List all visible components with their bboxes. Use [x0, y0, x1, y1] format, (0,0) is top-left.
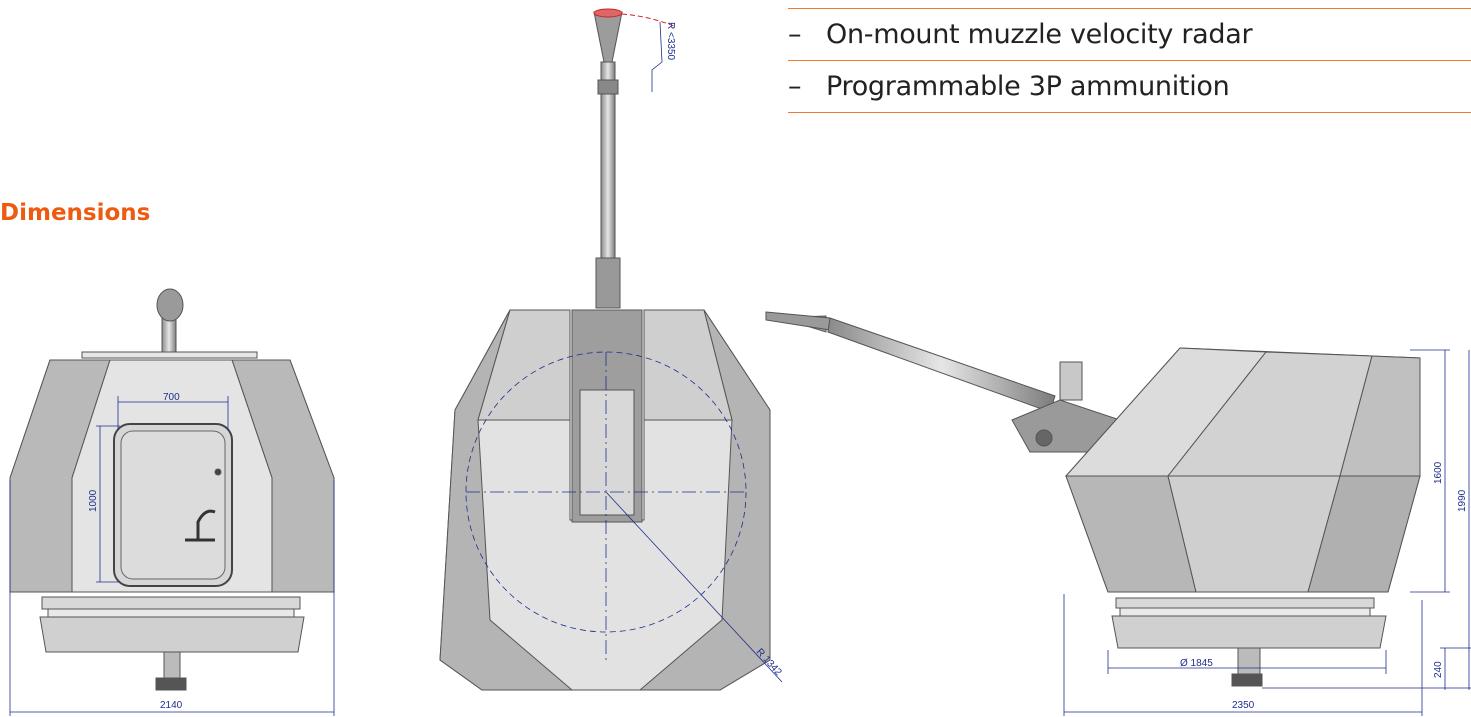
side-dimensions — [1063, 349, 1471, 716]
dim-base-diameter: Ø 1845 — [1180, 658, 1213, 669]
feature-text: On-mount muzzle velocity radar — [826, 19, 1253, 50]
dimensions-heading: Dimensions — [0, 200, 151, 226]
dim-door-width: 700 — [163, 392, 180, 403]
dim-side-length: 2350 — [1232, 700, 1255, 711]
feature-bullet: – — [788, 71, 802, 102]
dim-body-height: 1600 — [1433, 461, 1444, 484]
dim-door-height: 1000 — [88, 489, 99, 512]
dim-total-height: 1990 — [1457, 489, 1468, 512]
top-view — [439, 8, 771, 691]
feature-bullet: – — [788, 19, 802, 50]
feature-list: – On-mount muzzle velocity radar – Progr… — [788, 8, 1471, 113]
feature-item: – Programmable 3P ammunition — [788, 60, 1471, 113]
feature-text: Programmable 3P ammunition — [826, 71, 1230, 102]
dim-barrel-radius: R <3350 — [665, 22, 676, 61]
front-view — [9, 288, 335, 691]
front-dimensions — [9, 396, 335, 716]
dim-base-height: 240 — [1433, 661, 1444, 678]
dim-front-width: 2140 — [160, 700, 183, 711]
feature-item: – On-mount muzzle velocity radar — [788, 8, 1471, 60]
side-view — [765, 311, 1421, 687]
top-dimensions — [465, 13, 783, 683]
